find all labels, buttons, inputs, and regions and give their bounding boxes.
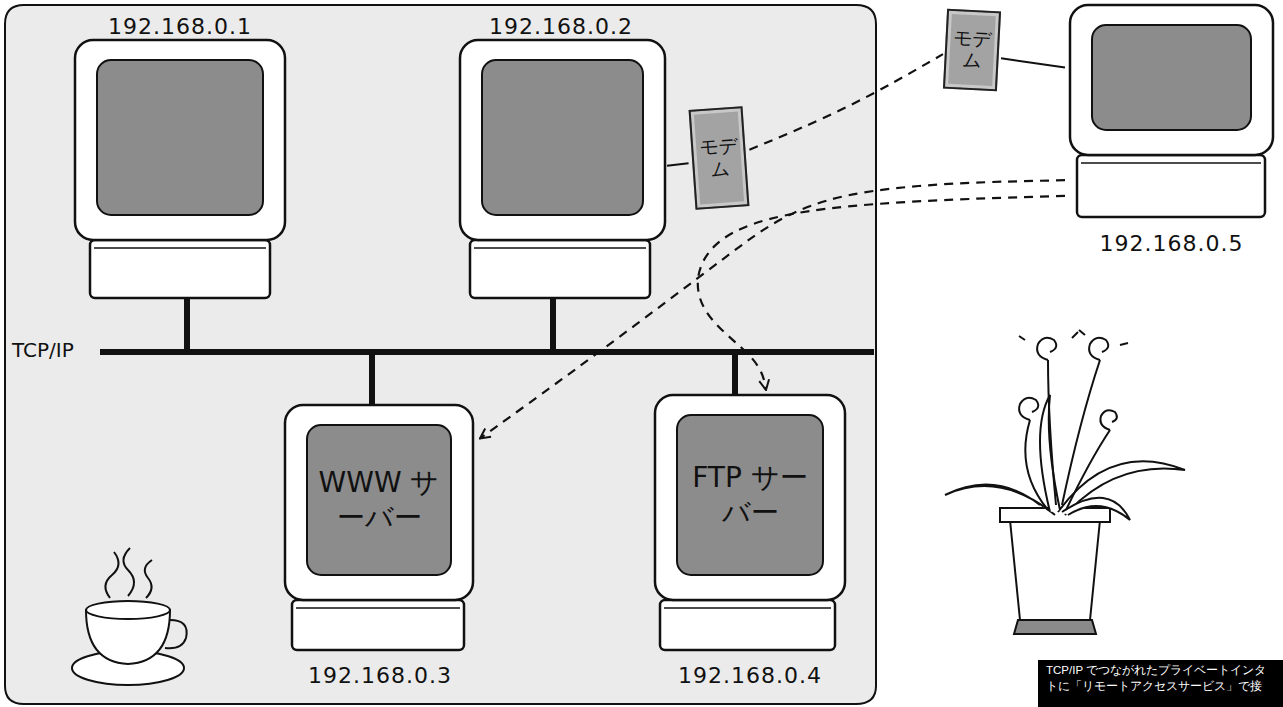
computer-base	[1077, 155, 1265, 217]
computer-drawing	[650, 390, 850, 696]
ip-address: 192.168.0.2	[489, 14, 633, 39]
bus-drop	[550, 298, 556, 352]
ftp-server: FTP サーバー 192.168.0.4	[650, 390, 850, 696]
ip-address: 192.168.0.4	[678, 663, 822, 688]
base-edge	[474, 247, 646, 249]
text-slot: 192.168.0.3	[280, 658, 480, 692]
monitor-screen	[97, 60, 263, 215]
text-slot: FTP サーバー	[679, 417, 821, 573]
www-server: WWW サーバー 192.168.0.3	[280, 400, 480, 696]
monitor-case	[75, 40, 285, 240]
screen-text: WWW サーバー	[309, 465, 449, 535]
tcpip-bus	[100, 349, 874, 355]
screen-text: FTP サーバー	[679, 460, 821, 530]
computer-base	[660, 600, 835, 650]
ip-address: 192.168.0.5	[1100, 231, 1244, 256]
text-slot: 192.168.0.2	[455, 12, 667, 40]
monitor-case	[1070, 5, 1273, 155]
monitor-case	[460, 40, 665, 240]
computer-drawing	[70, 12, 290, 302]
monitor-screen	[1092, 25, 1251, 130]
base-edge	[94, 247, 266, 249]
monitor-case	[285, 405, 473, 600]
bus-drop	[369, 352, 375, 405]
remote-pc: 192.168.0.5	[1065, 2, 1278, 264]
text-slot: WWW サーバー	[309, 427, 449, 573]
ip-address: 192.168.0.1	[108, 14, 252, 39]
remote-access-link	[698, 196, 1065, 390]
text-slot: 192.168.0.5	[1065, 226, 1278, 260]
modem: モデム	[689, 106, 750, 210]
computer-base	[292, 600, 464, 650]
remote-access-link	[749, 54, 943, 150]
modem-label: モデム	[951, 27, 993, 73]
computer-drawing	[1065, 2, 1278, 264]
bus-drop	[184, 298, 190, 352]
computer-drawing	[455, 12, 667, 302]
coffee-cup	[72, 548, 187, 685]
client-pc: 192.168.0.2	[455, 12, 667, 302]
computer-drawing	[280, 400, 480, 696]
network-region	[5, 5, 876, 704]
base-edge	[296, 607, 460, 609]
monitor-case	[655, 395, 845, 600]
computer-base	[90, 240, 270, 298]
monitor-screen	[677, 415, 823, 575]
computer-base	[470, 240, 650, 298]
ip-address: 192.168.0.3	[308, 663, 452, 688]
base-edge	[1081, 162, 1261, 164]
cable	[667, 163, 689, 166]
bus-drop	[732, 352, 738, 394]
modem-label: モデム	[698, 135, 741, 181]
base-edge	[664, 607, 831, 609]
text-slot: 192.168.0.4	[650, 658, 850, 692]
monitor-screen	[307, 425, 451, 575]
client-pc: 192.168.0.1	[70, 12, 290, 302]
text-slot: 192.168.0.1	[70, 12, 290, 40]
cable	[1001, 58, 1065, 67]
modem: モデム	[943, 9, 1001, 92]
caption: TCP/IP でつながれたプライベートインタ トに「リモートアクセスサービス」で…	[1038, 660, 1283, 707]
monitor-screen	[482, 60, 643, 215]
potted-plant	[945, 330, 1185, 634]
network-label: TCP/IP	[12, 338, 74, 362]
